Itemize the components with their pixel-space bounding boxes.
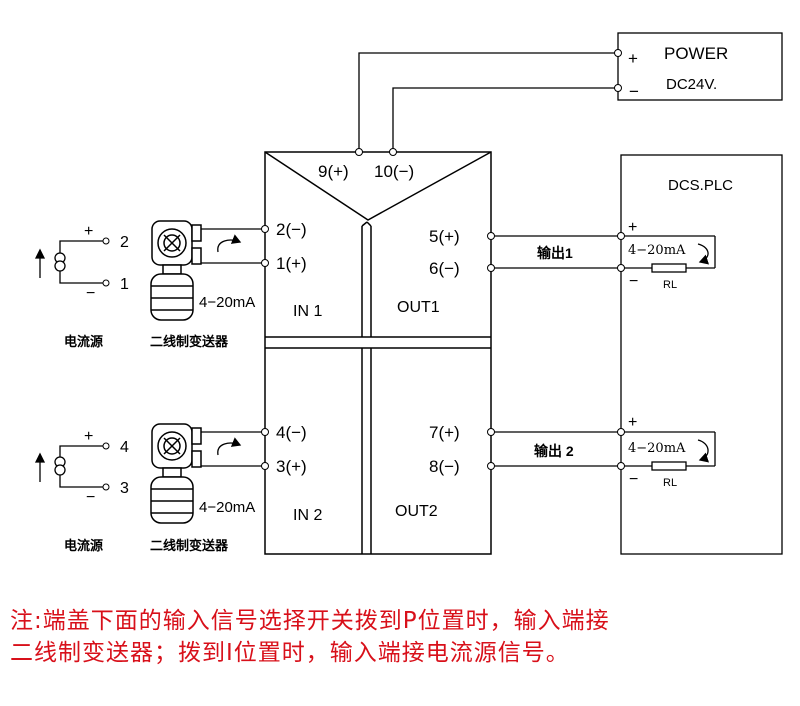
terminal-3 bbox=[261, 462, 269, 470]
dcs-ch2-minus: − bbox=[629, 471, 638, 488]
dcs-plc-title: DCS.PLC bbox=[668, 177, 733, 194]
out2-label: OUT2 bbox=[395, 503, 438, 520]
terminal-1 bbox=[261, 259, 269, 267]
source1-label: 电流源 bbox=[64, 334, 103, 349]
dcs-ch2-load-circuit bbox=[624, 431, 716, 471]
power-plus-terminal bbox=[614, 49, 622, 57]
source2-terminal-4: 4 bbox=[120, 439, 129, 456]
terminal-9-label: 9(+) bbox=[318, 162, 349, 181]
dcs-ch2-minus-terminal bbox=[617, 462, 625, 470]
power-wires bbox=[358, 52, 618, 152]
terminal-2 bbox=[261, 225, 269, 233]
terminal-1-label: 1(+) bbox=[276, 254, 307, 273]
power-supply-box: POWER DC24V. + − bbox=[617, 32, 783, 101]
terminal-10-label: 10(−) bbox=[374, 162, 414, 181]
source2-terminal-3: 3 bbox=[120, 480, 129, 497]
terminal-8-label: 8(−) bbox=[429, 457, 460, 476]
terminal-7 bbox=[487, 428, 495, 436]
dcs-ch1-minus: − bbox=[629, 273, 638, 290]
source2-minus-terminal bbox=[102, 483, 110, 491]
dcs-plc-box bbox=[620, 154, 783, 555]
isolator-module bbox=[264, 151, 492, 555]
dcs-ch1-load-label: RL bbox=[663, 279, 677, 291]
source1-minus: − bbox=[86, 285, 95, 302]
terminal-8 bbox=[487, 462, 495, 470]
terminal-5 bbox=[487, 232, 495, 240]
source1-terminal-1: 1 bbox=[120, 276, 129, 293]
dcs-ch2-current: 4−20mA bbox=[628, 441, 686, 456]
power-plus-sign: + bbox=[628, 49, 638, 68]
dcs-ch2-load-label: RL bbox=[663, 477, 677, 489]
current-source-1 bbox=[34, 240, 105, 284]
dcs-ch1-load-circuit bbox=[624, 235, 716, 273]
dcs-ch2-plus-terminal bbox=[617, 428, 625, 436]
power-voltage: DC24V. bbox=[666, 76, 717, 93]
dcs-ch1-plus: + bbox=[628, 219, 637, 236]
source2-plus: + bbox=[84, 428, 93, 445]
dcs-ch2-plus: + bbox=[628, 414, 637, 431]
transmitter2-current: 4−20mA bbox=[199, 499, 255, 516]
transmitter1-label: 二线制变送器 bbox=[150, 334, 229, 349]
output2-label: 输出 2 bbox=[534, 443, 574, 459]
source1-plus: + bbox=[84, 223, 93, 240]
transmitter2-label: 二线制变送器 bbox=[150, 538, 229, 553]
terminal-7-label: 7(+) bbox=[429, 423, 460, 442]
output2-wires bbox=[494, 431, 621, 467]
terminal-3-label: 3(+) bbox=[276, 457, 307, 476]
out1-label: OUT1 bbox=[397, 299, 440, 316]
terminal-9 bbox=[355, 148, 363, 156]
source2-minus: − bbox=[86, 489, 95, 506]
in2-label: IN 2 bbox=[293, 507, 322, 524]
dcs-ch1-current: 4−20mA bbox=[628, 243, 686, 258]
power-minus-sign: − bbox=[629, 82, 639, 101]
power-title: POWER bbox=[664, 44, 728, 63]
transmitter-2-wires bbox=[201, 431, 262, 467]
transmitter-2-icon bbox=[150, 423, 202, 524]
output1-wires bbox=[494, 235, 621, 269]
output1-label: 输出1 bbox=[537, 245, 573, 261]
terminal-2-label: 2(−) bbox=[276, 220, 307, 239]
terminal-4-label: 4(−) bbox=[276, 423, 307, 442]
transmitter-1-wires bbox=[201, 228, 262, 264]
current-source-2 bbox=[34, 445, 105, 488]
source2-plus-terminal bbox=[102, 442, 110, 450]
terminal-6 bbox=[487, 264, 495, 272]
power-minus-terminal bbox=[614, 84, 622, 92]
terminal-4 bbox=[261, 428, 269, 436]
dcs-ch1-minus-terminal bbox=[617, 264, 625, 272]
source2-label: 电流源 bbox=[64, 538, 103, 553]
terminal-10 bbox=[389, 148, 397, 156]
source1-minus-terminal bbox=[102, 279, 110, 287]
transmitter1-current: 4−20mA bbox=[199, 294, 255, 311]
note-line-1: 注:端盖下面的输入信号选择开关拨到P位置时，输入端接 bbox=[10, 608, 610, 634]
source1-terminal-2: 2 bbox=[120, 234, 129, 251]
terminal-5-label: 5(+) bbox=[429, 227, 460, 246]
in1-label: IN 1 bbox=[293, 303, 322, 320]
source1-plus-terminal bbox=[102, 237, 110, 245]
note-line-2: 二线制变送器；拨到I位置时，输入端接电流源信号。 bbox=[10, 640, 570, 666]
transmitter-1-icon bbox=[150, 220, 202, 321]
terminal-6-label: 6(−) bbox=[429, 259, 460, 278]
dcs-ch1-plus-terminal bbox=[617, 232, 625, 240]
